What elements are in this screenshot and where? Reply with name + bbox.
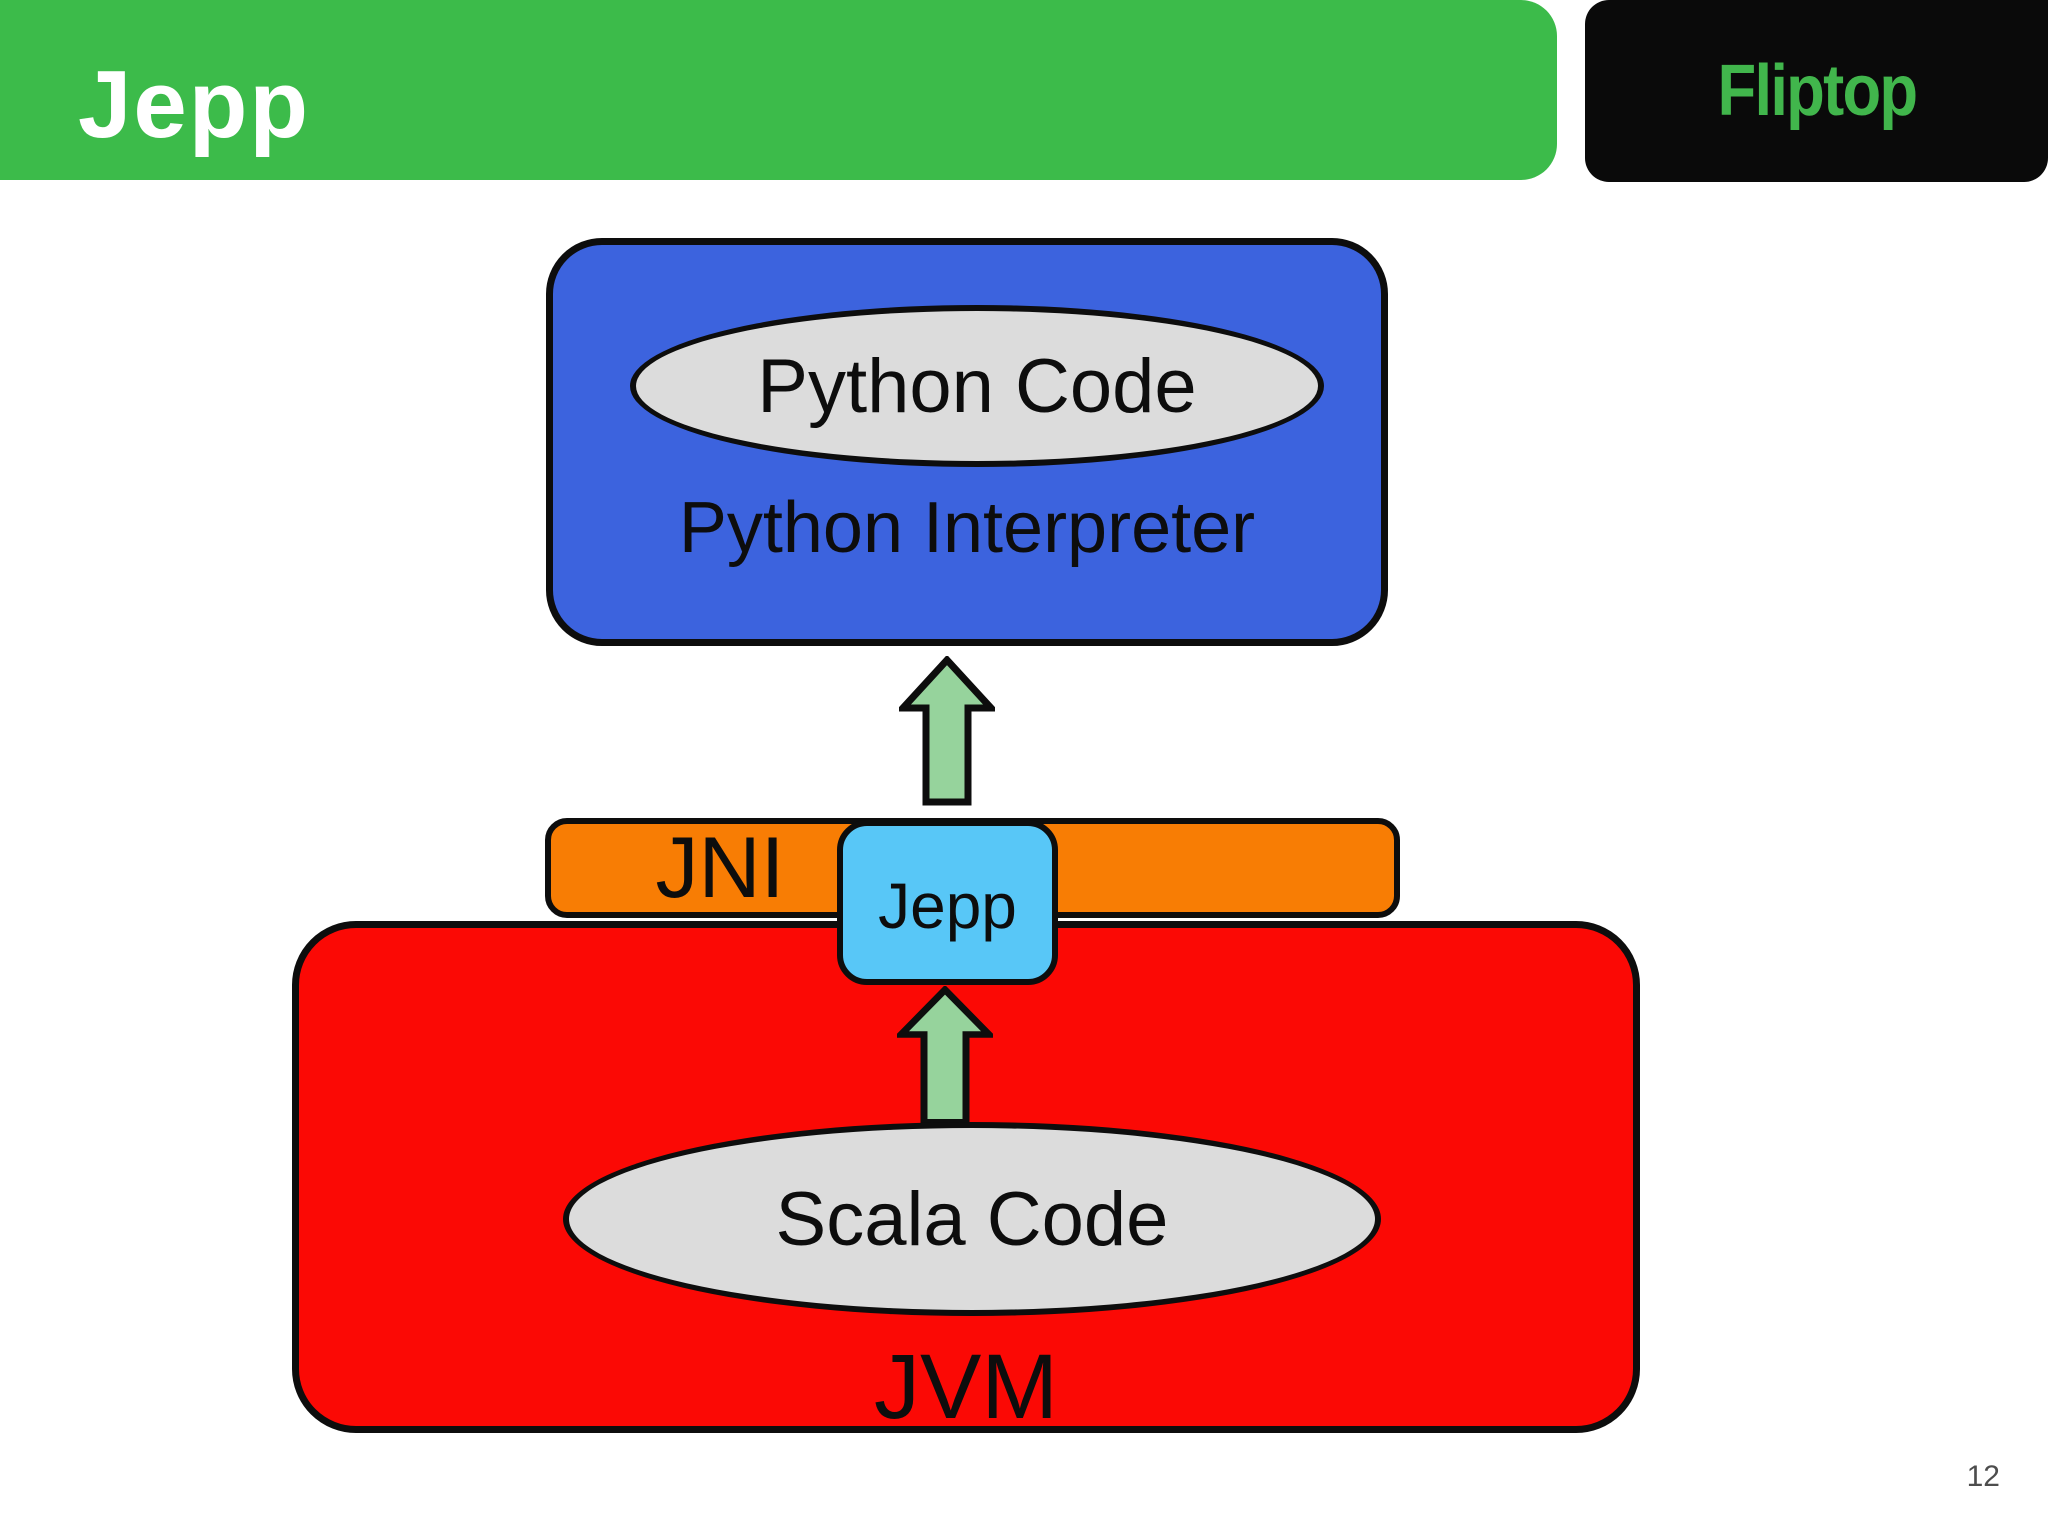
- up-arrow-icon: [899, 656, 995, 806]
- python-interpreter-label: Python Interpreter: [678, 488, 1256, 568]
- header-bar: [0, 0, 1557, 180]
- jepp-label: Jepp: [878, 869, 1017, 942]
- scala-code-label: Scala Code: [775, 1176, 1169, 1262]
- page-title: Jepp: [78, 51, 311, 158]
- arrow-shape: [897, 986, 993, 1126]
- fliptop-logo: Fliptop: [1717, 51, 1918, 131]
- arrow-shape: [899, 656, 995, 806]
- jni-label: JNI: [655, 819, 785, 916]
- up-arrow-jni-to-python: [899, 656, 995, 806]
- page-number: 12: [1966, 1460, 2000, 1493]
- python-code-ellipse: Python Code: [630, 305, 1324, 467]
- jvm-label: JVM: [874, 1336, 1058, 1438]
- fliptop-logo-box: Fliptop: [1585, 0, 2048, 182]
- python-code-label: Python Code: [757, 343, 1197, 429]
- up-arrow-icon: [897, 986, 993, 1126]
- jepp-box: Jepp: [837, 820, 1058, 985]
- up-arrow-scala-to-jepp: [897, 986, 993, 1126]
- scala-code-ellipse: Scala Code: [563, 1122, 1381, 1316]
